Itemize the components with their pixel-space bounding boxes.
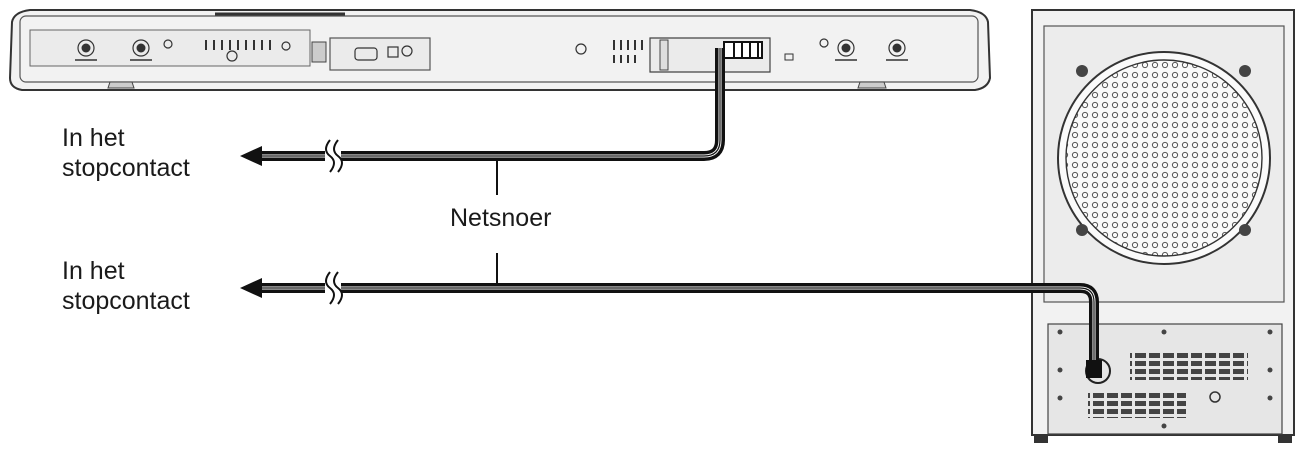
power-plug-icon	[1086, 360, 1102, 378]
outlet-label-bottom-line2: stopcontact	[62, 287, 190, 315]
soundbar	[8, 9, 992, 91]
outlet-label-top-line2: stopcontact	[62, 154, 190, 182]
outlet-label-top: In het stopcontact	[62, 123, 190, 183]
subwoofer	[1031, 9, 1295, 443]
arrow-left-icon	[240, 278, 262, 298]
power-cord-soundbar	[240, 41, 763, 173]
power-cord-subwoofer	[240, 271, 1102, 378]
cable-break-icon	[325, 139, 343, 173]
arrow-left-icon	[240, 146, 262, 166]
outlet-label-bottom: In het stopcontact	[62, 256, 190, 316]
cable-break-icon	[325, 271, 343, 305]
outlet-label-top-line1: In het	[62, 124, 125, 152]
outlet-label-bottom-line1: In het	[62, 257, 125, 285]
power-cord-label: Netsnoer	[450, 204, 552, 232]
